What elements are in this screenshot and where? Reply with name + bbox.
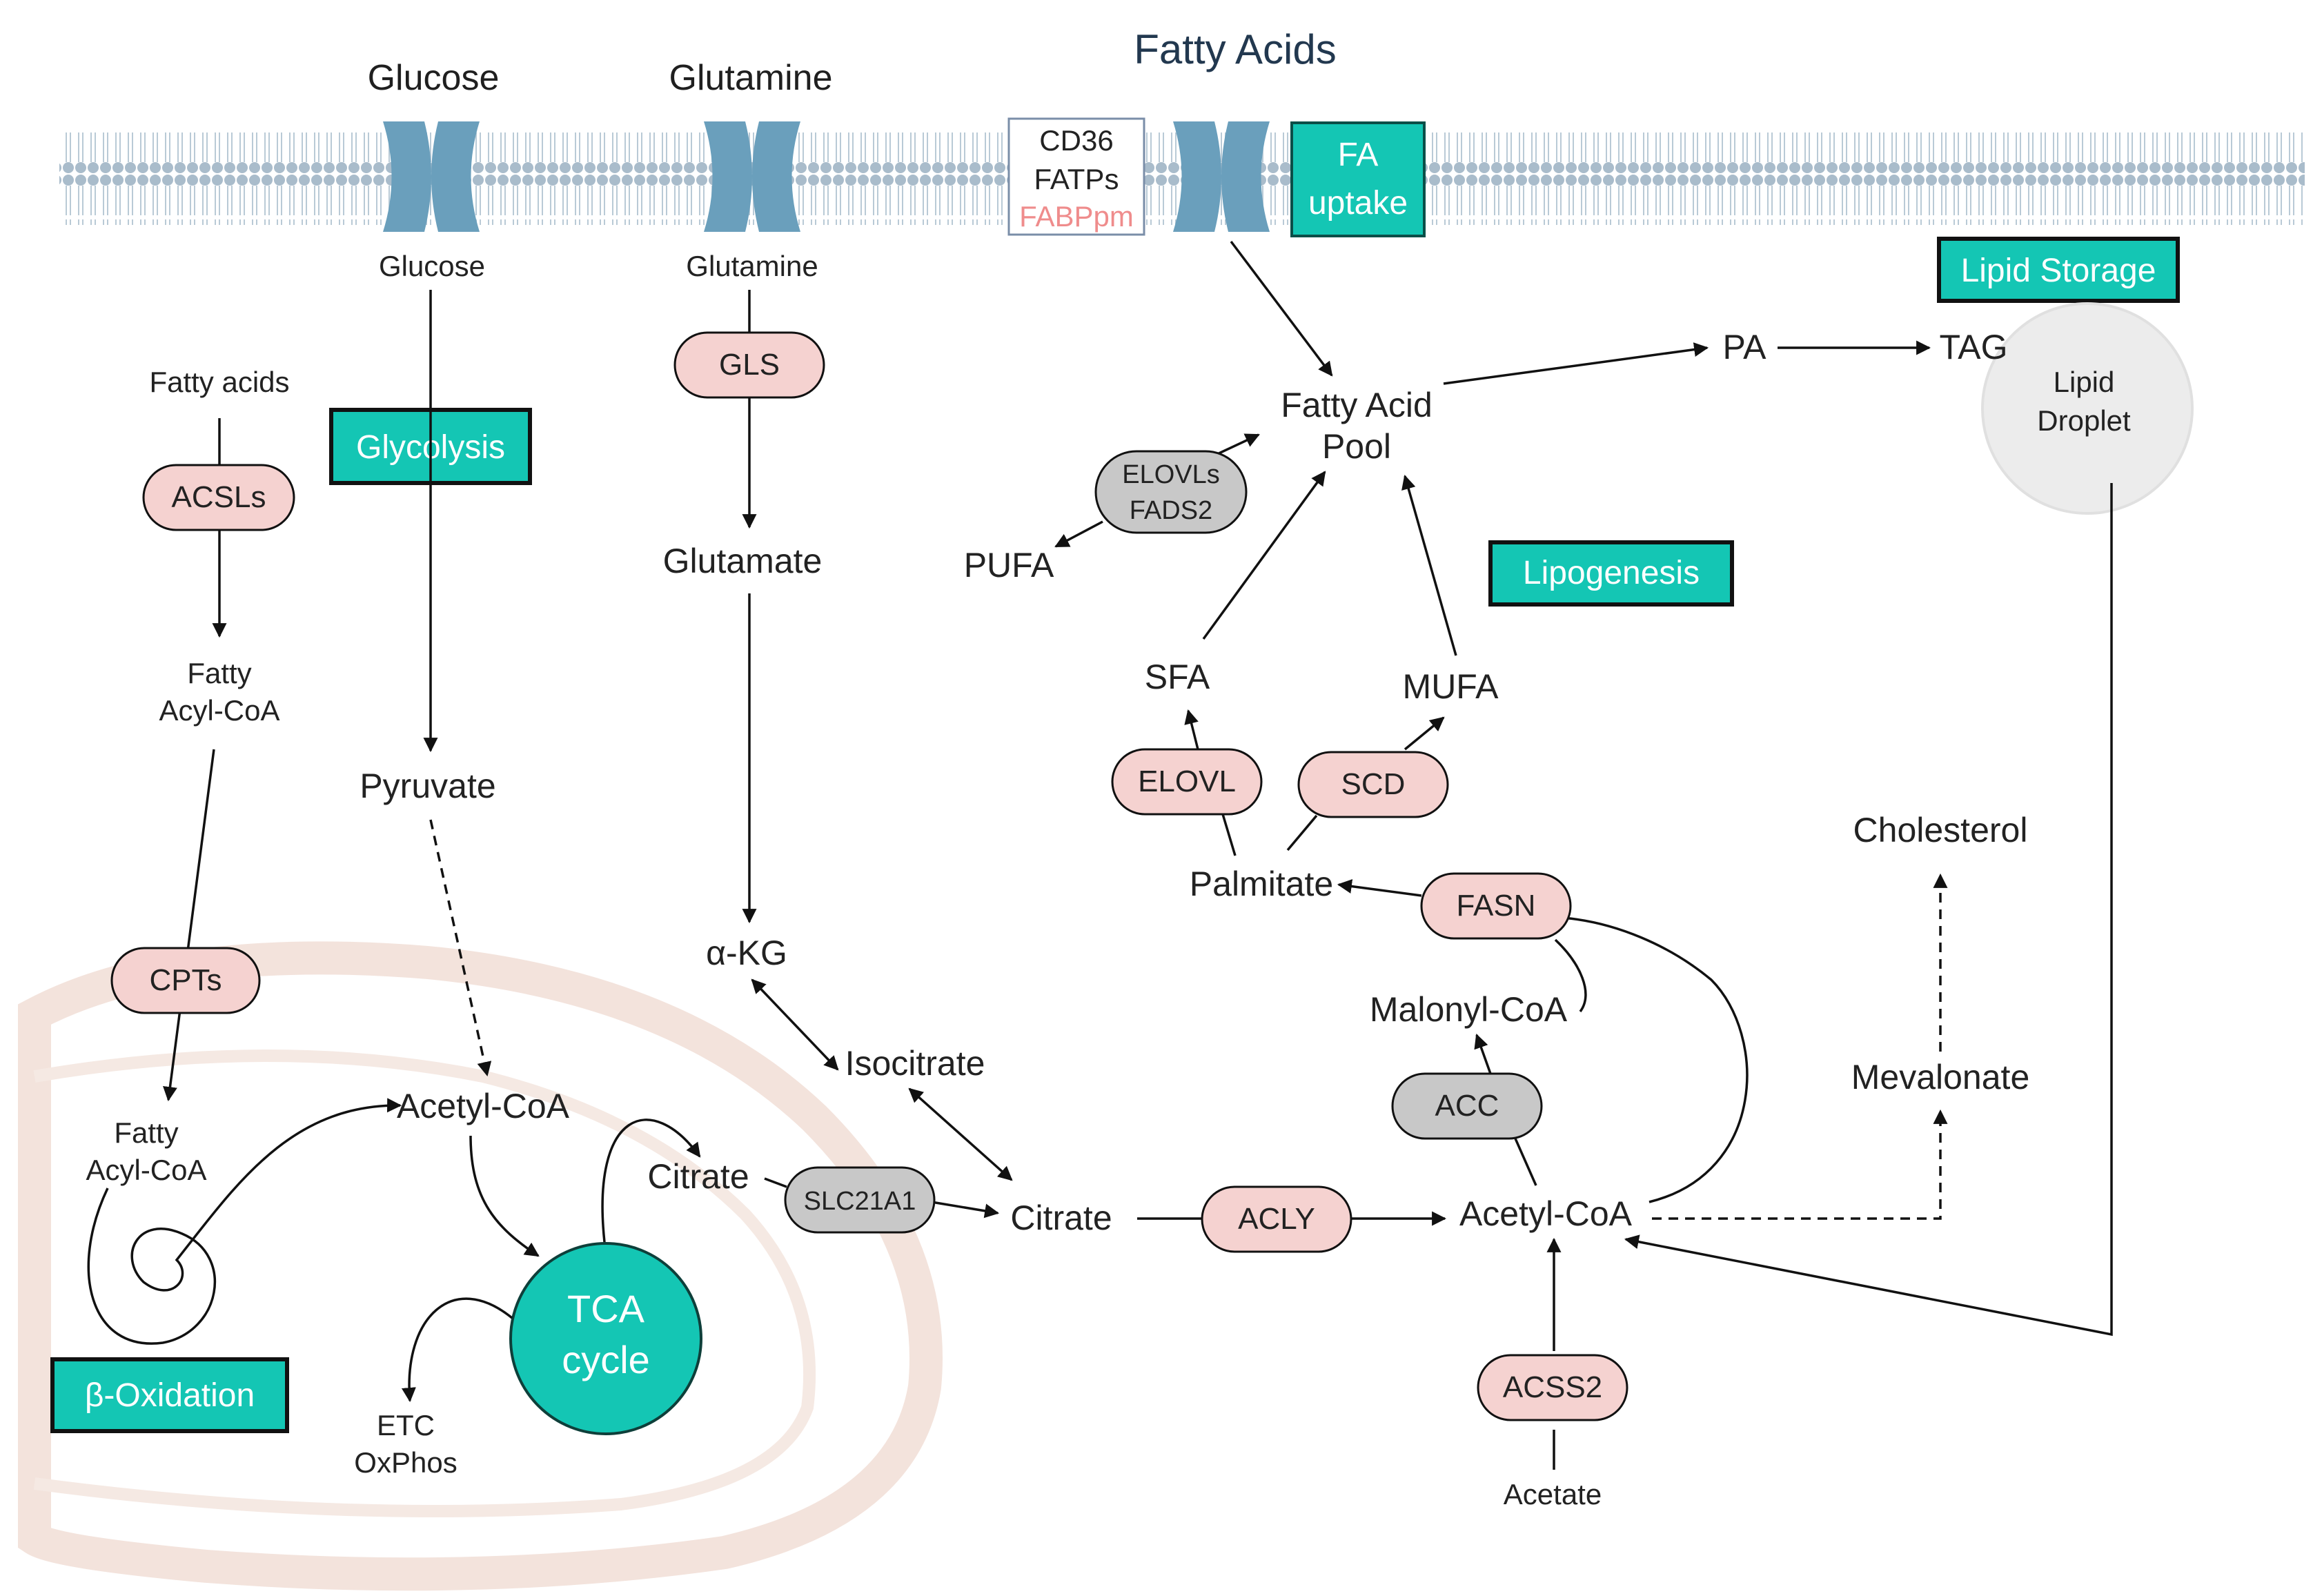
enzyme-acly: ACLY — [1201, 1185, 1352, 1253]
label-glucose: Glucose — [379, 250, 485, 282]
label-pa: PA — [1723, 328, 1767, 366]
lipid-storage-box: Lipid Storage — [1937, 237, 2180, 303]
label-pyruvate: Pyruvate — [360, 767, 495, 805]
label-mufa: MUFA — [1403, 667, 1499, 706]
label-fatty-acyl-coa-1: Fatty — [187, 657, 251, 689]
glucose-channel — [383, 121, 480, 232]
svg-text:TCA: TCA — [567, 1287, 645, 1330]
glutamine-title: Glutamine — [669, 58, 833, 98]
fatty-acids-title: Fatty Acids — [1134, 26, 1336, 72]
enzyme-gls: GLS — [673, 331, 825, 399]
svg-text:cycle: cycle — [562, 1338, 650, 1381]
pathway-arrows — [87, 240, 2113, 1470]
label-tag: TAG — [1939, 328, 2007, 366]
svg-text:CD36: CD36 — [1039, 124, 1113, 157]
svg-text:ACC: ACC — [1435, 1089, 1499, 1123]
svg-text:Lipogenesis: Lipogenesis — [1523, 555, 1700, 591]
mitochondrion — [17, 941, 943, 1591]
svg-text:uptake: uptake — [1308, 185, 1408, 221]
fatty-acid-channel — [1173, 121, 1270, 232]
fa-uptake-box: FA uptake — [1290, 121, 1426, 237]
svg-text:FATPs: FATPs — [1034, 163, 1119, 195]
svg-text:FASN: FASN — [1457, 889, 1536, 923]
svg-text:ACSS2: ACSS2 — [1503, 1370, 1602, 1404]
label-palmitate: Palmitate — [1190, 865, 1333, 903]
svg-text:FA: FA — [1338, 137, 1379, 173]
enzyme-cpts: CPTs — [110, 947, 261, 1014]
label-fa-pool-b: Pool — [1322, 427, 1391, 466]
label-fatty-acyl-coa-2b: Acyl-CoA — [86, 1154, 206, 1186]
svg-text:Lipid Storage: Lipid Storage — [1961, 253, 2156, 289]
enzyme-acsls: ACSLs — [142, 464, 295, 531]
label-cholesterol: Cholesterol — [1853, 811, 2028, 849]
svg-text:ACLY: ACLY — [1238, 1202, 1315, 1236]
svg-text:CPTs: CPTs — [149, 963, 222, 997]
label-pufa: PUFA — [964, 546, 1054, 584]
lipogenesis-box: Lipogenesis — [1488, 540, 1734, 607]
glutamine-channel — [704, 121, 800, 232]
tca-cycle: TCA cycle — [509, 1242, 702, 1435]
label-malonyl-coa: Malonyl-CoA — [1370, 990, 1568, 1029]
svg-text:SCD: SCD — [1341, 767, 1406, 801]
label-citrate-cyto: Citrate — [1010, 1199, 1112, 1237]
svg-text:Droplet: Droplet — [2037, 404, 2131, 437]
svg-text:ELOVL: ELOVL — [1138, 765, 1236, 798]
label-acetyl-coa-cyto: Acetyl-CoA — [1459, 1194, 1633, 1233]
label-etc: ETC — [377, 1409, 435, 1441]
svg-text:FADS2: FADS2 — [1130, 496, 1212, 525]
svg-text:ACSLs: ACSLs — [172, 480, 266, 514]
enzyme-scd: SCD — [1297, 751, 1449, 818]
fa-transporters-box: CD36 FATPs FABPpm — [1007, 117, 1145, 236]
label-akg: α-KG — [706, 934, 787, 972]
label-isocitrate: Isocitrate — [845, 1044, 985, 1083]
svg-text:FABPpm: FABPpm — [1019, 200, 1134, 233]
label-acetate: Acetate — [1504, 1478, 1602, 1510]
lipid-droplet: Lipid Droplet — [1981, 302, 2194, 515]
enzyme-acss2: ACSS2 — [1477, 1354, 1628, 1421]
label-fa-pool: Fatty Acid — [1281, 386, 1433, 424]
label-fatty-acyl-coa-1b: Acyl-CoA — [159, 694, 279, 727]
enzyme-slc21a1: SLC21A1 — [784, 1166, 936, 1234]
label-mevalonate: Mevalonate — [1851, 1058, 2030, 1096]
svg-text:β-Oxidation: β-Oxidation — [85, 1377, 255, 1414]
label-fatty-acids: Fatty acids — [149, 366, 289, 398]
glucose-title: Glucose — [368, 58, 500, 98]
label-sfa: SFA — [1145, 658, 1210, 696]
svg-text:GLS: GLS — [719, 348, 780, 382]
label-citrate-mito: Citrate — [647, 1157, 749, 1196]
enzyme-elovl: ELOVL — [1111, 748, 1263, 816]
label-glutamine: Glutamine — [686, 250, 818, 282]
svg-text:Lipid: Lipid — [2054, 366, 2115, 398]
beta-oxidation-box: β-Oxidation — [50, 1357, 289, 1433]
svg-text:ELOVLs: ELOVLs — [1122, 460, 1220, 489]
label-oxphos: OxPhos — [354, 1446, 457, 1479]
label-glutamate: Glutamate — [663, 542, 823, 580]
enzyme-fasn: FASN — [1420, 872, 1572, 940]
label-acetyl-coa-mito: Acetyl-CoA — [397, 1087, 570, 1125]
svg-text:SLC21A1: SLC21A1 — [804, 1187, 916, 1216]
enzyme-acc: ACC — [1391, 1072, 1543, 1140]
label-fatty-acyl-coa-2: Fatty — [114, 1116, 178, 1149]
enzyme-elovls-fads2: ELOVLs FADS2 — [1094, 450, 1248, 534]
